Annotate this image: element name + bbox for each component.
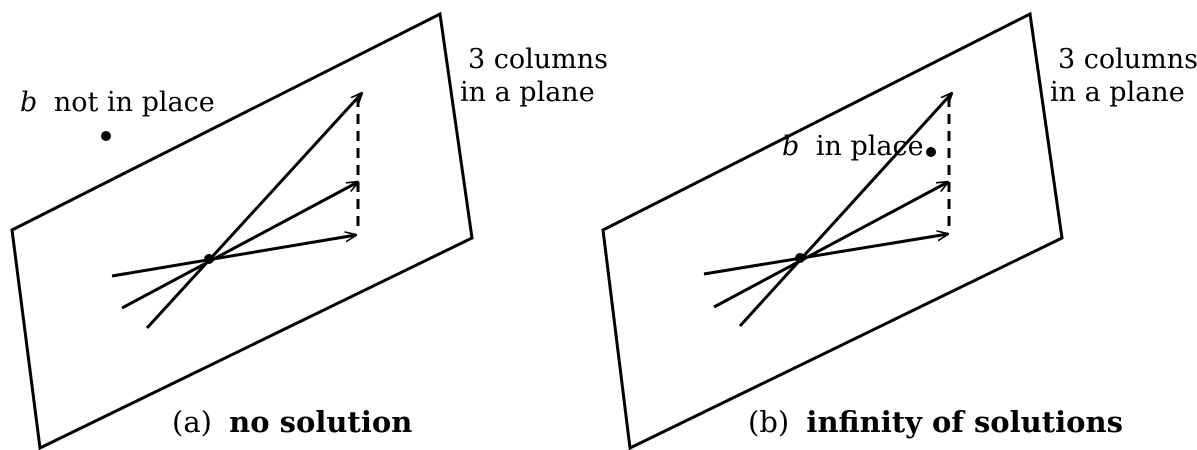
column-vectors-a [111,93,362,330]
column-vector-3-a [111,235,356,278]
caption-prefix-a: (a) [172,405,212,439]
column-vector-1-b [738,93,952,328]
column-vector-2-a [121,182,358,310]
panel-b: b in place 3 columns in a plane (b) infi… [601,11,1197,450]
column-vector-2-b [713,182,948,309]
plane-label-line1-a: 3 columns [468,44,608,75]
caption-prefix-b: (b) [748,405,789,439]
column-vector-1-a [145,93,362,330]
plane-label-line2-b: in a plane [1050,77,1185,108]
b-point-a [101,131,111,141]
plane-label-line2-a: in a plane [460,77,595,108]
plane-b [601,11,1064,450]
caption-bold-a: no solution [229,405,412,439]
plane-label-line1-b: 3 columns [1058,44,1197,75]
origin-point-a [204,254,214,264]
caption-bold-b: infinity of solutions [806,405,1122,439]
panel-a: b not in place 3 columns in a plane (a) … [10,11,608,450]
column-vectors-b [703,93,952,328]
b-label-rest-a: not in place [54,87,215,118]
plane-a [10,11,474,450]
caption-a: (a) no solution [172,405,412,439]
b-symbol-b: b [782,131,799,162]
b-label-a: b not in place [20,87,215,118]
caption-b: (b) infinity of solutions [748,405,1123,439]
b-point-b [926,147,936,157]
b-label-rest-b: in place [816,131,924,162]
origin-point-b [795,253,805,263]
column-vector-3-b [703,234,948,276]
b-label-b: b in place [782,131,924,162]
b-symbol-a: b [20,87,37,118]
